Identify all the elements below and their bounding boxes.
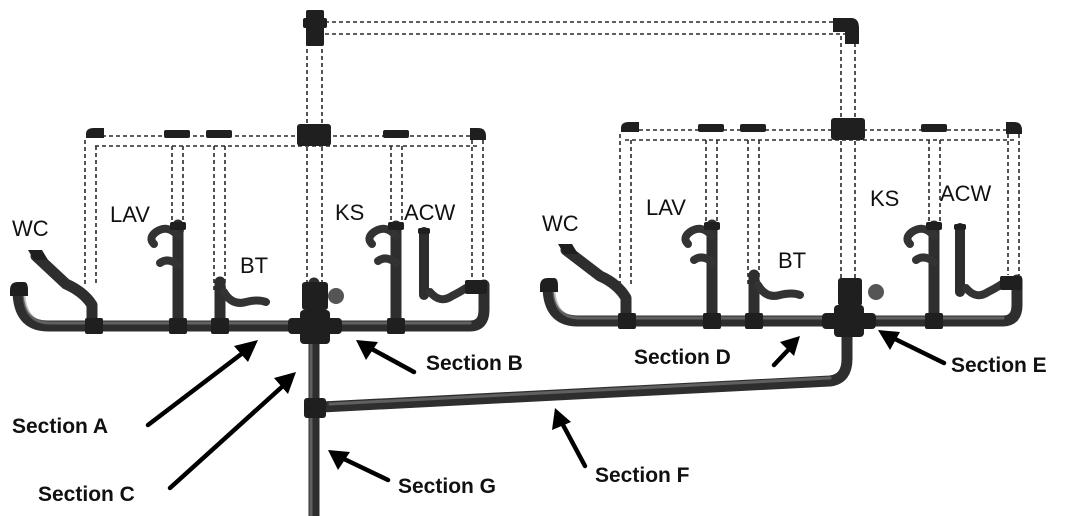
section-labels: Section A Section B Section C Section D …: [12, 346, 1047, 506]
fixture-label-lav-left: LAV: [110, 202, 150, 227]
fixture-labels-right: WC LAV BT KS ACW: [542, 181, 992, 273]
fixture-labels-left: WC LAV BT KS ACW: [12, 200, 456, 278]
section-f-arrow: [552, 408, 588, 469]
drain-fittings: [10, 222, 1022, 418]
section-b-arrow: [356, 340, 417, 375]
section-b-label: Section B: [426, 352, 523, 375]
section-arrows: [145, 330, 947, 491]
fixture-label-bt-left: BT: [240, 253, 268, 278]
pipe-highlights: [22, 290, 1005, 516]
fixture-label-lav-right: LAV: [646, 195, 686, 220]
fixture-label-wc-left: WC: [12, 216, 49, 241]
section-g-label: Section G: [398, 475, 496, 498]
vent-piping: [84, 21, 1020, 290]
section-a-arrow: [145, 340, 258, 428]
section-c-label: Section C: [38, 483, 135, 506]
fixture-label-acw-left: ACW: [404, 200, 456, 225]
section-d-arrow: [771, 336, 800, 368]
section-g-arrow: [328, 450, 391, 483]
section-d-label: Section D: [634, 346, 731, 369]
section-f-label: Section F: [595, 464, 690, 487]
fixture-label-wc-right: WC: [542, 211, 579, 236]
fixture-label-bt-right: BT: [778, 248, 806, 273]
fixture-label-acw-right: ACW: [940, 181, 992, 206]
drain-piping: [12, 219, 1023, 516]
fixture-label-ks-right: KS: [870, 186, 899, 211]
section-e-label: Section E: [951, 354, 1047, 377]
section-a-label: Section A: [12, 415, 108, 438]
section-c-arrow: [167, 372, 296, 491]
fixture-label-ks-left: KS: [335, 200, 364, 225]
section-e-arrow: [878, 330, 947, 366]
vent-fittings: [86, 10, 1022, 146]
